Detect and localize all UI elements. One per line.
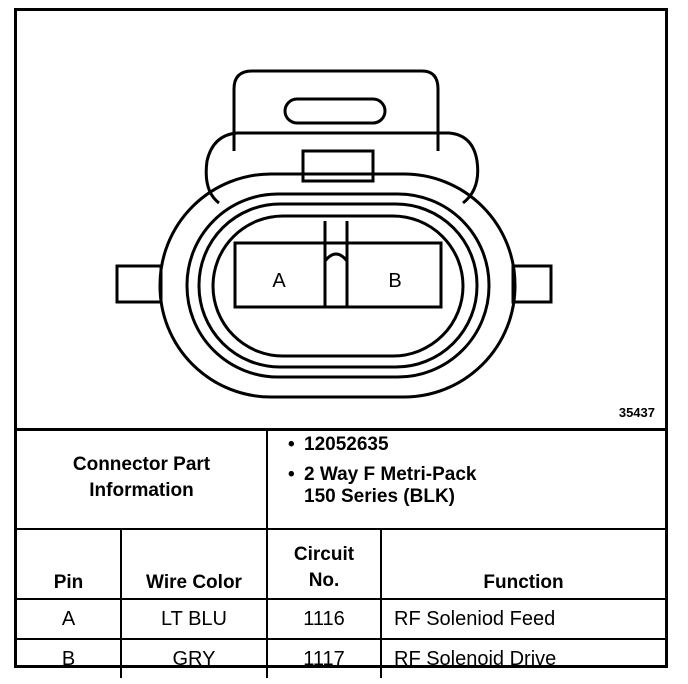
part-info-row: Connector Part Information • 12052635 • … — [17, 428, 665, 530]
lock-tab — [232, 69, 440, 151]
table-header-row: Pin Wire Color Circuit No. Function — [17, 528, 665, 600]
shell-ring-3 — [211, 214, 465, 358]
wire-color-cell: GRY — [120, 638, 268, 678]
pin-cell: B — [17, 638, 122, 678]
circuit-cell: 1117 — [266, 638, 382, 678]
connector-diagram-frame: A B 35437 Connector Part Information • 1… — [14, 8, 668, 678]
connector-illustration: A B — [115, 69, 553, 399]
connector-drawing-panel: A B 35437 — [17, 11, 665, 431]
part-number: • 12052635 — [288, 434, 389, 455]
header-pin: Pin — [17, 528, 122, 600]
left-latch — [115, 264, 163, 304]
header-circuit: Circuit No. — [266, 528, 382, 600]
wire-color-cell: LT BLU — [120, 598, 268, 640]
part-info-values: • 12052635 • 2 Way F Metri-Pack 150 Seri… — [266, 428, 665, 530]
pin-label-a: A — [272, 270, 286, 292]
header-function: Function — [380, 528, 665, 600]
terminal-cavity — [233, 241, 443, 309]
right-latch — [511, 264, 553, 304]
function-cell: RF Soleniod Feed — [380, 598, 665, 640]
table-row: A LT BLU 1116 RF Soleniod Feed — [17, 598, 665, 640]
lock-tab-slot — [283, 97, 387, 125]
rear-body — [204, 131, 480, 205]
shell-ring-1 — [185, 192, 491, 379]
pin-label-b: B — [388, 270, 401, 292]
connector-info-table: Connector Part Information • 12052635 • … — [17, 428, 665, 678]
table-row: B GRY 1117 RF Solenoid Drive — [17, 638, 665, 678]
circuit-cell: 1116 — [266, 598, 382, 640]
header-wire-color: Wire Color — [120, 528, 268, 600]
center-key — [323, 252, 349, 262]
shell-ring-2 — [197, 202, 479, 369]
figure-number: 35437 — [618, 405, 655, 420]
part-description: • 2 Way F Metri-Pack 150 Series (BLK) — [288, 464, 477, 507]
tab-neck — [301, 149, 375, 183]
function-cell: RF Solenoid Drive — [380, 638, 665, 678]
pin-cell: A — [17, 598, 122, 640]
part-info-label: Connector Part Information — [17, 428, 268, 530]
